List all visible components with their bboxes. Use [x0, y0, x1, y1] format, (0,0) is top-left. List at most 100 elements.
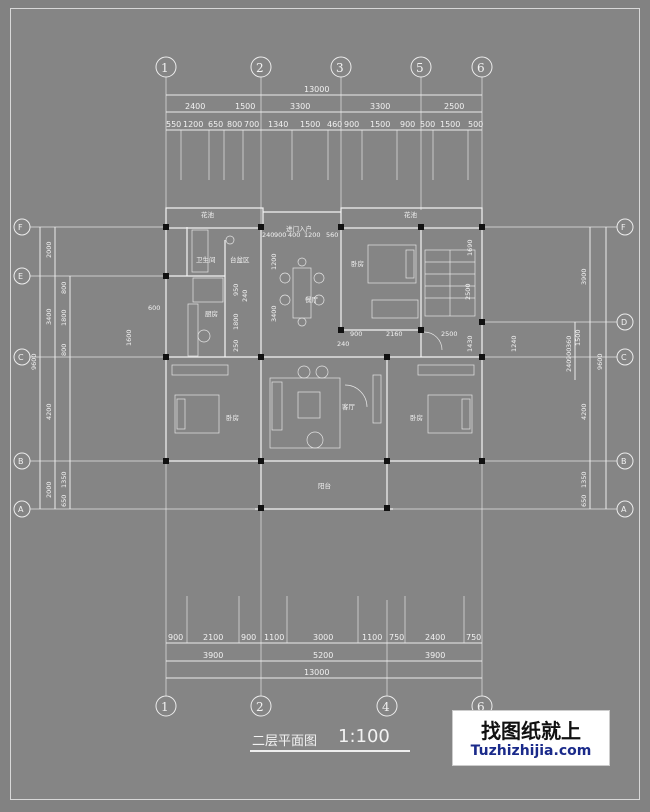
- svg-text:800: 800: [60, 282, 68, 294]
- svg-text:1350: 1350: [60, 471, 68, 488]
- logo-text-en: Tuzhizhijia.com: [470, 743, 592, 759]
- svg-text:2500: 2500: [441, 330, 458, 338]
- svg-text:卫生间: 卫生间: [196, 255, 216, 264]
- drawing-frame: [10, 8, 640, 800]
- svg-text:花池: 花池: [404, 210, 418, 219]
- svg-text:750: 750: [389, 633, 404, 642]
- svg-text:2500: 2500: [464, 283, 472, 300]
- svg-text:4200: 4200: [580, 403, 588, 420]
- svg-text:6: 6: [477, 700, 485, 714]
- svg-text:3900: 3900: [425, 651, 445, 660]
- svg-text:900: 900: [350, 330, 362, 338]
- svg-text:2500: 2500: [444, 102, 464, 111]
- title-underline: [250, 750, 410, 752]
- svg-text:进门入户: 进门入户: [286, 224, 312, 233]
- svg-text:2400: 2400: [185, 102, 205, 111]
- svg-text:650: 650: [208, 120, 223, 129]
- svg-text:1500: 1500: [440, 120, 460, 129]
- svg-text:900: 900: [241, 633, 256, 642]
- svg-text:2100: 2100: [203, 633, 223, 642]
- svg-text:1500: 1500: [574, 329, 582, 346]
- svg-text:240: 240: [337, 340, 349, 348]
- svg-text:客厅: 客厅: [342, 402, 356, 411]
- svg-text:1200: 1200: [270, 253, 278, 270]
- svg-text:卧房: 卧房: [410, 413, 423, 422]
- svg-text:900: 900: [565, 348, 573, 360]
- svg-text:阳台: 阳台: [318, 481, 331, 490]
- inner-dimensions: 240 900 400 1200 560 1200 950 1800 250 2…: [125, 231, 518, 352]
- svg-text:厨房: 厨房: [205, 309, 218, 318]
- svg-text:1100: 1100: [264, 633, 284, 642]
- svg-text:400: 400: [288, 231, 300, 239]
- svg-text:1200: 1200: [304, 231, 321, 239]
- svg-text:6: 6: [477, 61, 485, 75]
- svg-text:C: C: [18, 353, 24, 362]
- svg-text:2000: 2000: [45, 481, 53, 498]
- svg-text:13000: 13000: [304, 668, 329, 677]
- svg-text:C: C: [621, 353, 627, 362]
- svg-text:餐厅: 餐厅: [305, 295, 319, 304]
- svg-text:台盆区: 台盆区: [230, 255, 250, 264]
- svg-text:1350: 1350: [580, 471, 588, 488]
- svg-text:1800: 1800: [60, 309, 68, 326]
- watermark-logo: 找图纸就上 Tuzhizhijia.com: [452, 710, 610, 766]
- drawing-scale: 1:100: [338, 726, 390, 747]
- svg-text:花池: 花池: [201, 210, 215, 219]
- svg-text:500: 500: [468, 120, 483, 129]
- axis-bubbles-right: F D C B A: [616, 218, 634, 518]
- svg-text:3300: 3300: [290, 102, 310, 111]
- svg-text:1340: 1340: [268, 120, 288, 129]
- svg-text:1430: 1430: [466, 335, 474, 352]
- svg-text:900: 900: [344, 120, 359, 129]
- svg-text:3300: 3300: [370, 102, 390, 111]
- svg-text:1200: 1200: [183, 120, 203, 129]
- svg-text:3400: 3400: [45, 308, 53, 325]
- svg-text:A: A: [18, 505, 24, 514]
- axis-bubbles-top: 1 2 3 5 6: [155, 56, 493, 78]
- svg-text:950: 950: [232, 284, 240, 296]
- exterior-walls: [165, 207, 483, 510]
- svg-text:E: E: [18, 272, 23, 281]
- grid-lines: [30, 77, 617, 696]
- top-ticks: [180, 130, 469, 180]
- top-dimension-row2: 550 1200 650 800 700 1340 1500 460 900 1…: [166, 120, 483, 129]
- top-dimension-lines: [166, 94, 482, 131]
- svg-text:2: 2: [256, 700, 264, 714]
- svg-text:250: 250: [232, 340, 240, 352]
- svg-text:卧房: 卧房: [351, 259, 364, 268]
- room-labels: 花池 花池 进门入户 卫生间 台盆区 厨房 餐厅 卧房 客厅 卧房 卧房 阳台: [196, 210, 423, 490]
- furniture: [171, 229, 476, 449]
- svg-text:B: B: [621, 457, 627, 466]
- svg-text:900: 900: [400, 120, 415, 129]
- svg-text:13000: 13000: [304, 85, 329, 94]
- axis-bubbles-bottom: 1 2 4 6: [155, 695, 493, 717]
- svg-text:B: B: [18, 457, 24, 466]
- svg-text:2400: 2400: [425, 633, 445, 642]
- bottom-dimension-lines: [166, 642, 482, 679]
- svg-text:5: 5: [416, 61, 424, 75]
- svg-text:A: A: [621, 505, 627, 514]
- svg-text:500: 500: [420, 120, 435, 129]
- svg-text:600: 600: [148, 304, 160, 312]
- svg-text:1: 1: [161, 700, 169, 714]
- svg-text:3400: 3400: [270, 305, 278, 322]
- svg-text:900: 900: [168, 633, 183, 642]
- svg-text:2: 2: [256, 61, 264, 75]
- svg-text:1500: 1500: [235, 102, 255, 111]
- svg-text:1690: 1690: [466, 239, 474, 256]
- bottom-dimension-row1: 900 2100 900 1100 3000 1100 750 2400 750: [168, 633, 481, 642]
- right-dimension-lines: [574, 227, 607, 509]
- svg-text:4: 4: [382, 700, 390, 714]
- svg-text:2000: 2000: [45, 241, 53, 258]
- svg-text:9600: 9600: [596, 353, 604, 370]
- svg-text:9600: 9600: [30, 353, 38, 370]
- svg-text:1600: 1600: [125, 329, 133, 346]
- svg-text:F: F: [621, 223, 626, 232]
- svg-text:550: 550: [166, 120, 181, 129]
- svg-text:3900: 3900: [203, 651, 223, 660]
- logo-text-cn: 找图纸就上: [481, 719, 581, 743]
- svg-text:750: 750: [466, 633, 481, 642]
- svg-text:1240: 1240: [510, 335, 518, 352]
